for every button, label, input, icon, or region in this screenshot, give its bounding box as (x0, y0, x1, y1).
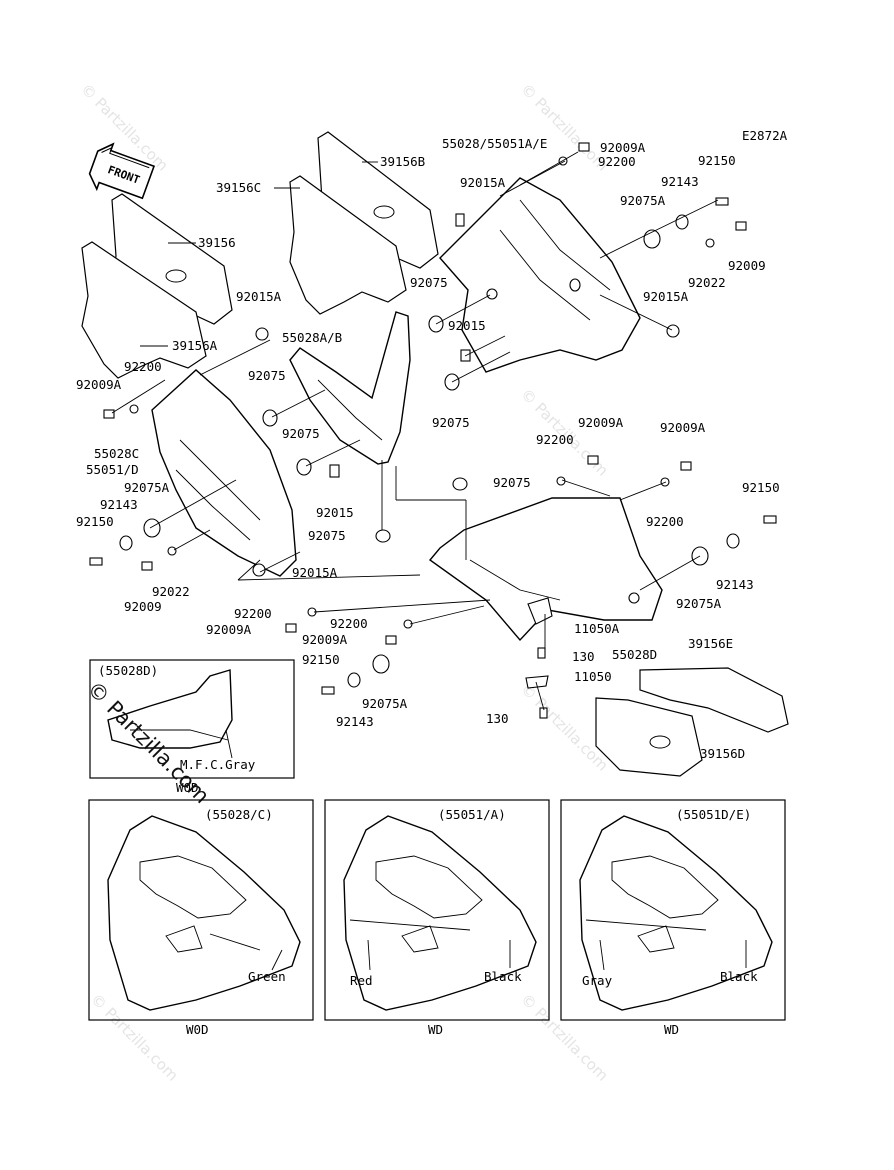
diagram-code: E2872A (742, 128, 788, 143)
callout-39156E: 39156E (688, 636, 733, 651)
variant-3-color-1: Gray (582, 973, 613, 988)
callout-92143-left: 92143 (100, 497, 138, 512)
callout-39156D: 39156D (700, 746, 745, 761)
callout-92009A-b2: 92009A (302, 632, 348, 647)
callout-92075-e: 92075 (308, 528, 346, 543)
pad-39156C (289, 175, 407, 315)
callout-92075-a: 92075 (410, 275, 448, 290)
callout-92150-b: 92150 (302, 652, 340, 667)
variant-3-color-2: Black (720, 969, 758, 984)
callout-92200-mr: 92200 (536, 432, 574, 447)
callout-92009A-far: 92009A (660, 420, 706, 435)
leader-lines (111, 151, 719, 711)
callout-55051D: 55051/D (86, 462, 139, 477)
center-cowl-55028AB (289, 311, 411, 465)
callout-92150-r2: 92150 (742, 480, 780, 495)
inset-55028D-title: (55028D) (98, 663, 158, 678)
inset-55028D: (55028D) M.F.C.Gray W0D © Partzilla.com (82, 659, 295, 808)
callout-92150-left: 92150 (76, 514, 114, 529)
variant-2-title: (55051/A) (438, 807, 506, 822)
callout-92143-r2: 92143 (716, 577, 754, 592)
callout-92075A-left: 92075A (124, 480, 170, 495)
callout-92009-left: 92009 (124, 599, 162, 614)
variant-3-title: (55051D/E) (676, 807, 751, 822)
callout-92150-tr: 92150 (698, 153, 736, 168)
callout-92022-tr: 92022 (688, 275, 726, 290)
callout-39156C: 39156C (216, 180, 261, 195)
callout-92015-mid: 92015 (448, 318, 486, 333)
variant-2-color-1: Red (350, 973, 373, 988)
callout-92075A-b: 92075A (362, 696, 408, 711)
variant-1-title: (55028/C) (205, 807, 273, 822)
callout-92143-b: 92143 (336, 714, 374, 729)
callout-92015-low: 92015 (316, 505, 354, 520)
callout-92009-tr: 92009 (728, 258, 766, 273)
pad-39156E (639, 667, 789, 733)
callout-92075-f: 92075 (493, 475, 531, 490)
variant-3-caption: WD (664, 1022, 679, 1037)
callout-92022-left: 92022 (152, 584, 190, 599)
callout-92075-b: 92075 (432, 415, 470, 430)
variant-55028C: (55028/C) Green W0D (88, 799, 314, 1037)
callout-55028AB: 55028A/B (282, 330, 342, 345)
pad-39156A (81, 241, 207, 379)
callout-92200-b1: 92200 (234, 606, 272, 621)
callout-130-b: 130 (486, 711, 509, 726)
callout-92200-r2: 92200 (646, 514, 684, 529)
variant-2-color-2: Black (484, 969, 522, 984)
callout-130-a: 130 (572, 649, 595, 664)
callout-92009A-b1: 92009A (206, 622, 252, 637)
callout-55028C: 55028C (94, 446, 139, 461)
variant-1-caption: W0D (186, 1022, 209, 1037)
callout-92143-tr: 92143 (661, 174, 699, 189)
variant-1-color-1: Green (248, 969, 286, 984)
callout-55028-55051AE: 55028/55051A/E (442, 136, 547, 151)
callout-92015A-right: 92015A (643, 289, 689, 304)
callout-11050A: 11050A (574, 621, 620, 636)
callout-92015A-left: 92015A (236, 289, 282, 304)
inset-55028D-color: M.F.C.Gray (180, 757, 256, 772)
callout-92009A-top: 92009A (600, 140, 646, 155)
callout-92075A-r2: 92075A (676, 596, 722, 611)
front-arrow-icon: FRONT (88, 142, 156, 200)
upper-right-cowling (439, 177, 641, 373)
callout-92200-top: 92200 (598, 154, 636, 169)
variant-55051DE: (55051D/E) Gray Black WD (560, 799, 786, 1037)
inset-55028D-caption: W0D (176, 780, 199, 795)
callouts: 39156B 39156C 39156 39156A 55028/55051A/… (76, 136, 780, 761)
callout-92075-c: 92075 (248, 368, 286, 383)
pad-39156D (595, 697, 703, 777)
callout-92075A-tr: 92075A (620, 193, 666, 208)
callout-92200-b2: 92200 (330, 616, 368, 631)
callout-92009A-left: 92009A (76, 377, 122, 392)
watermark-6: © Partzilla.com (517, 990, 612, 1085)
callout-39156B: 39156B (380, 154, 425, 169)
variant-55051A: (55051/A) Red Black WD (324, 799, 550, 1037)
callout-39156A: 39156A (172, 338, 218, 353)
callout-11050: 11050 (574, 669, 612, 684)
callout-92200-left: 92200 (124, 359, 162, 374)
callout-92015A-bottom: 92015A (292, 565, 338, 580)
left-cowling-55028C (151, 369, 297, 577)
callout-39156: 39156 (198, 235, 236, 250)
callout-92075-d: 92075 (282, 426, 320, 441)
callout-92015A-top: 92015A (460, 175, 506, 190)
callout-55028D: 55028D (612, 647, 657, 662)
variant-2-caption: WD (428, 1022, 443, 1037)
lower-fairing-55028D (428, 497, 663, 642)
callout-92009A-mr: 92009A (578, 415, 624, 430)
